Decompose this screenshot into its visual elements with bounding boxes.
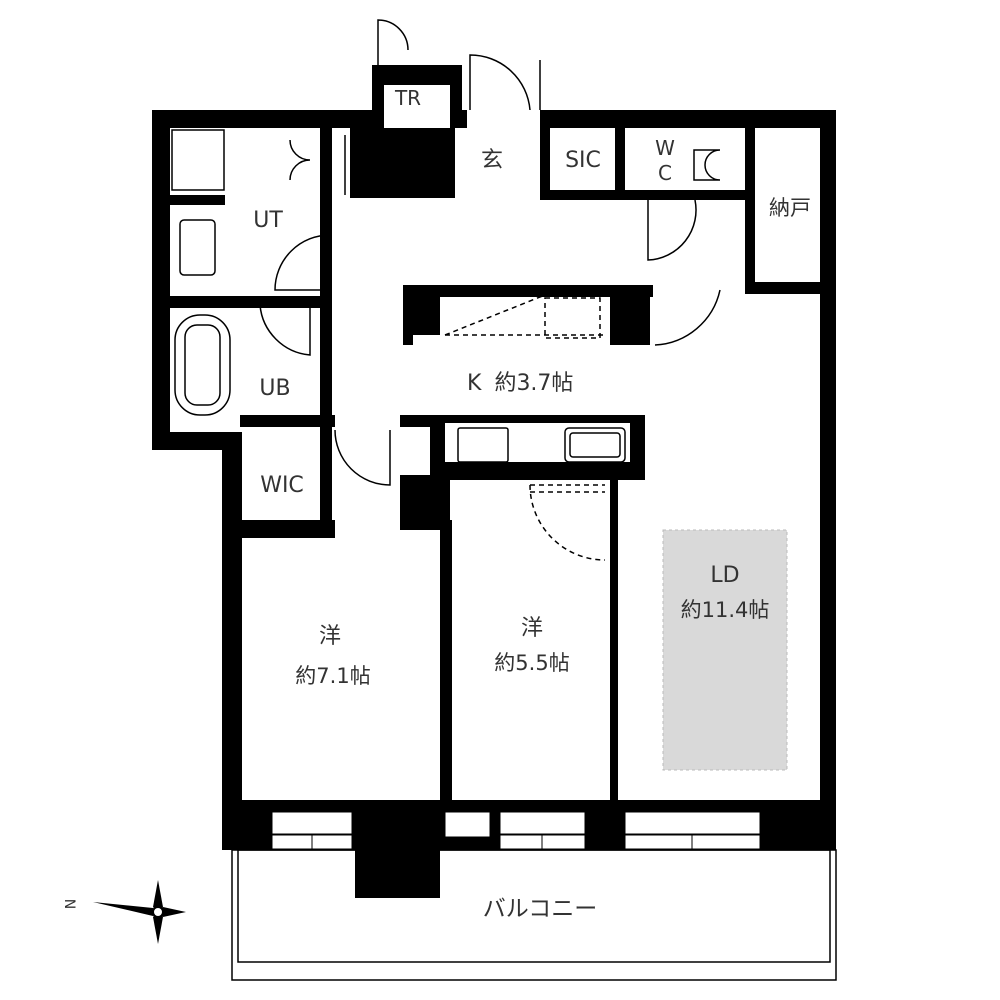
walls <box>152 65 836 898</box>
room-label-tr: TR <box>394 86 422 110</box>
room-label-ld: LD <box>710 563 740 588</box>
kitchen-name: K <box>467 371 482 396</box>
room-label-kitchen: K 約3.7帖 <box>467 373 573 395</box>
room-size-western2: 約5.5帖 <box>494 651 570 675</box>
room-label-sic: SIC <box>565 148 601 173</box>
kitchen-size: 約3.7帖 <box>494 371 574 396</box>
room-label-wic: WIC <box>260 473 304 498</box>
room-label-ub: UB <box>259 376 291 401</box>
room-size-western1: 約7.1帖 <box>295 664 371 688</box>
tr-door <box>377 19 409 65</box>
room-label-western2: 洋 <box>520 616 544 641</box>
room-label-nando: 納戸 <box>769 196 811 220</box>
room-label-wc-2: C <box>658 161 672 185</box>
compass-north-label: N <box>61 898 78 910</box>
ld-highlight-area <box>662 529 788 771</box>
room-label-ut: UT <box>253 208 283 233</box>
compass-rose <box>93 880 186 944</box>
room-size-ld: 約11.4帖 <box>680 598 770 622</box>
room-label-western1: 洋 <box>318 624 342 649</box>
room-label-balcony: バルコニー <box>482 896 598 922</box>
room-label-genkan: 玄 <box>480 148 504 173</box>
room-label-wc-1: W <box>655 136 675 160</box>
